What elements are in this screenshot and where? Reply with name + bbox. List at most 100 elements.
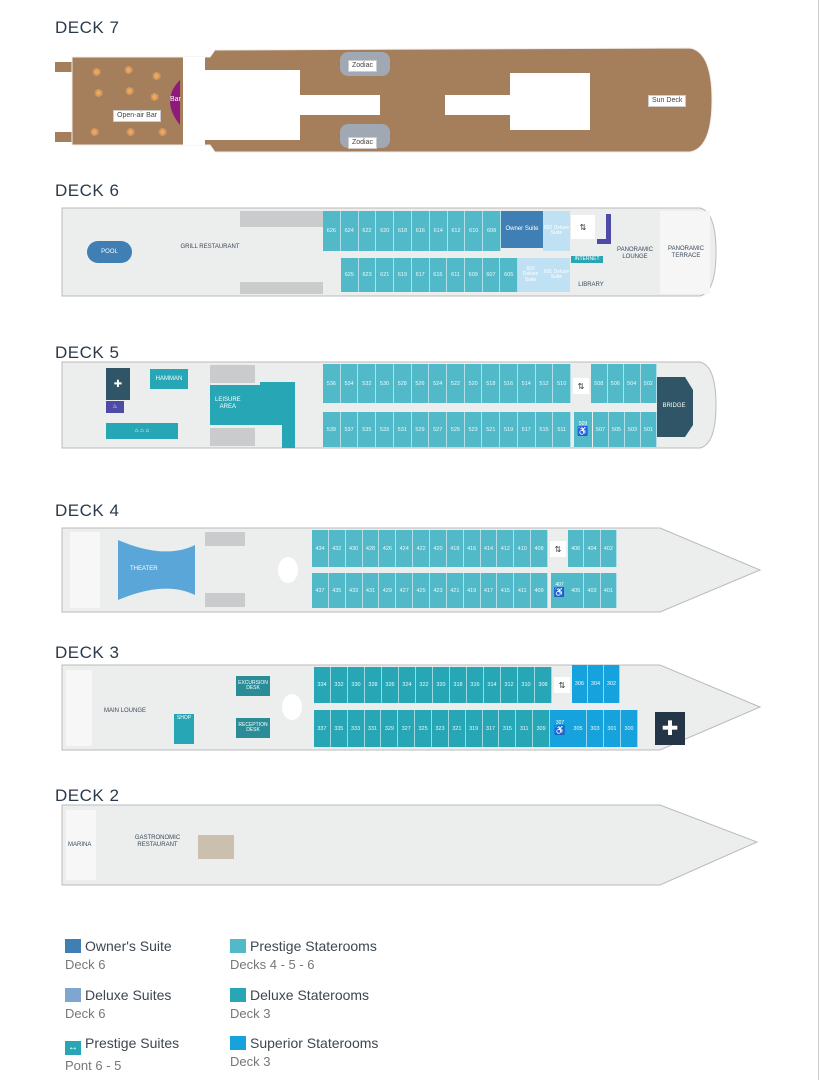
cabin[interactable]: 406 (568, 530, 585, 567)
cabin[interactable]: 512 (536, 364, 554, 403)
cabin[interactable]: 503 (625, 412, 641, 447)
cabin[interactable]: 623 (359, 258, 377, 292)
cabin[interactable]: 621 (376, 258, 395, 292)
cabin[interactable]: 618 (394, 211, 412, 251)
cabin[interactable]: 504 (624, 364, 641, 403)
cabin[interactable]: 323 (432, 710, 449, 747)
cabin[interactable]: 302 (604, 665, 620, 703)
cabin[interactable]: 511 (553, 412, 572, 447)
cabin[interactable]: 526 (412, 364, 430, 403)
cabin[interactable]: 614 (430, 211, 448, 251)
cabin[interactable]: 324 (399, 667, 416, 703)
cabin[interactable]: 426 (379, 530, 397, 567)
cabin[interactable]: 319 (466, 710, 483, 747)
cabin[interactable]: 611 (447, 258, 465, 292)
cabin[interactable]: 306 (572, 665, 588, 703)
cabin[interactable]: 310 (518, 667, 535, 703)
cabin[interactable]: 609 (465, 258, 483, 292)
cabin[interactable]: 309 (533, 710, 551, 747)
owner-suite[interactable]: Owner Suite (501, 211, 543, 248)
cabin[interactable]: 519 (500, 412, 518, 447)
cabin[interactable]: 521 (482, 412, 501, 447)
cabin[interactable]: 423 (430, 573, 447, 608)
cabin[interactable]: 430 (346, 530, 363, 567)
cabin[interactable]: 330 (348, 667, 365, 703)
cabin[interactable]: 318 (450, 667, 467, 703)
cabin[interactable]: 332 (331, 667, 348, 703)
cabin[interactable]: 401 (601, 573, 617, 608)
cabin[interactable]: 532 (358, 364, 377, 403)
cabin[interactable]: 427 (396, 573, 414, 608)
cabin[interactable]: 403 (584, 573, 601, 608)
cabin[interactable]: 610 (465, 211, 484, 251)
cabin[interactable]: 416 (464, 530, 481, 567)
cabin[interactable]: 410 (514, 530, 532, 567)
cabin[interactable]: 325 (415, 710, 433, 747)
cabin[interactable]: 527 (429, 412, 448, 447)
cabin[interactable]: 331 (365, 710, 382, 747)
cabin[interactable]: 422 (413, 530, 431, 567)
cabin[interactable]: 316 (467, 667, 484, 703)
cabin[interactable]: 311 (516, 710, 534, 747)
cabin[interactable]: 402 (601, 530, 617, 567)
cabin[interactable]: 518 (482, 364, 501, 403)
cabin[interactable]: 432 (329, 530, 346, 567)
cabin[interactable]: 303 (587, 710, 604, 747)
cabin[interactable]: 326 (382, 667, 399, 703)
cabin[interactable]: 524 (429, 364, 448, 403)
cabin[interactable]: 419 (464, 573, 481, 608)
cabin[interactable]: 327 (398, 710, 416, 747)
cabin[interactable]: 418 (447, 530, 464, 567)
cabin[interactable]: 536 (323, 364, 341, 403)
cabin[interactable]: 525 (447, 412, 465, 447)
cabin[interactable]: 529 (412, 412, 430, 447)
cabin[interactable]: 522 (447, 364, 465, 403)
cabin[interactable]: 501 (641, 412, 657, 447)
cabin[interactable]: 502 (641, 364, 657, 403)
cabin[interactable]: 337 (314, 710, 331, 747)
cabin[interactable]: 514 (518, 364, 536, 403)
cabin[interactable]: 515 (536, 412, 554, 447)
cabin[interactable]: 315 (499, 710, 517, 747)
cabin[interactable]: 510 (553, 364, 572, 403)
cabin[interactable]: 431 (363, 573, 380, 608)
cabin[interactable]: 622 (359, 211, 377, 251)
cabin[interactable]: 523 (465, 412, 483, 447)
accessible-cabin-509[interactable]: 509♿ (574, 412, 592, 447)
cabin[interactable]: 317 (483, 710, 500, 747)
cabin[interactable]: 616 (412, 211, 430, 251)
cabin[interactable]: 437 (312, 573, 329, 608)
cabin[interactable]: 308 (535, 667, 552, 703)
cabin[interactable]: 528 (394, 364, 412, 403)
cabin[interactable]: 517 (518, 412, 536, 447)
cabin[interactable]: 404 (584, 530, 601, 567)
cabin[interactable]: 620 (376, 211, 395, 251)
cabin[interactable]: 520 (465, 364, 483, 403)
cabin[interactable]: 434 (312, 530, 329, 567)
accessible-cabin-307[interactable]: 307♿ (550, 710, 570, 747)
cabin[interactable]: 506 (608, 364, 624, 403)
cabin[interactable]: 617 (412, 258, 430, 292)
cabin[interactable]: 414 (481, 530, 498, 567)
cabin[interactable]: 314 (484, 667, 501, 703)
cabin[interactable]: 619 (394, 258, 412, 292)
cabin[interactable]: 607 (483, 258, 501, 292)
cabin[interactable]: 409 (531, 573, 549, 608)
cabin[interactable]: 537 (341, 412, 359, 447)
cabin[interactable]: 505 (609, 412, 625, 447)
cabin[interactable]: 535 (358, 412, 377, 447)
cabin[interactable]: 301 (604, 710, 621, 747)
cabin[interactable]: 312 (501, 667, 518, 703)
cabin[interactable]: 433 (346, 573, 363, 608)
cabin[interactable]: 421 (447, 573, 464, 608)
cabin[interactable]: 304 (588, 665, 604, 703)
cabin[interactable]: 420 (430, 530, 447, 567)
cabin[interactable]: 612 (448, 211, 466, 251)
cabin[interactable]: 625 (341, 258, 359, 292)
cabin[interactable]: 412 (497, 530, 515, 567)
cabin[interactable]: 322 (416, 667, 433, 703)
cabin[interactable]: 417 (481, 573, 498, 608)
deluxe-suite-603[interactable]: 603 Deluxe Suite (518, 258, 543, 292)
cabin[interactable]: 411 (514, 573, 532, 608)
cabin[interactable]: 608 (483, 211, 501, 251)
